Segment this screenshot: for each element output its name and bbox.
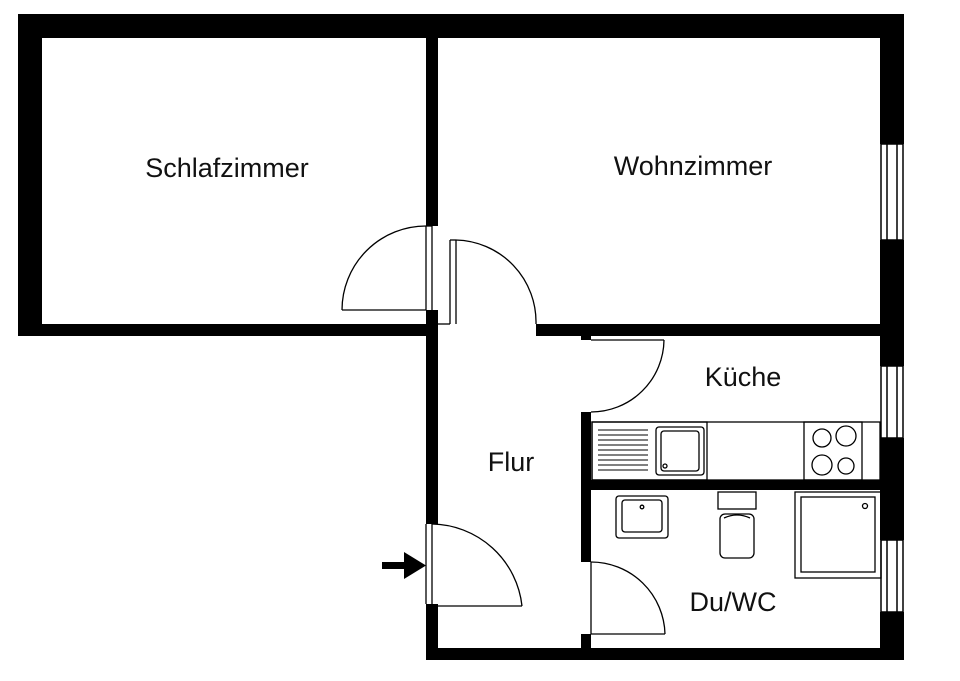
washbasin-icon [615,495,669,539]
wall-right-1 [880,14,904,144]
shower-icon [794,491,882,579]
window-bath [880,539,904,613]
room-label-flur: Flur [488,447,535,477]
room-label-kueche: Küche [705,362,782,392]
stove-icon [803,421,863,481]
door-bath [590,561,666,635]
doors [341,225,666,635]
wall-corridor-left-2 [426,604,438,660]
door-bedroom [341,225,433,311]
room-label-bad: Du/WC [690,587,777,617]
wall-living-bottom [536,324,894,336]
wall-corridor-left-1 [426,336,438,524]
windows [880,143,904,613]
wall-bedroom-living [426,14,438,226]
wall-corridor-right-2 [581,634,591,650]
wall-junction-stub [426,310,438,336]
door-kitchen [590,339,665,413]
walls [18,14,904,660]
entrance-arrow-icon [382,552,426,579]
room-label-schlafzimmer: Schlafzimmer [145,153,309,183]
wall-left [18,14,42,336]
window-kitchen [880,365,904,439]
wall-right-2 [880,240,904,366]
wall-top [18,14,904,38]
kitchen-sink-icon [591,421,708,481]
wall-bedroom-bottom [18,324,426,336]
window-living [880,143,904,241]
wall-corridor-right-stub [581,336,591,340]
bath-fixtures [615,491,882,579]
wall-bottom [426,648,904,660]
door-entrance [425,523,523,607]
wall-kitchen-bath [581,480,894,490]
door-living [438,239,537,325]
room-label-wohnzimmer: Wohnzimmer [614,151,773,181]
toilet-icon [717,491,757,559]
kitchen-counter [591,421,881,481]
